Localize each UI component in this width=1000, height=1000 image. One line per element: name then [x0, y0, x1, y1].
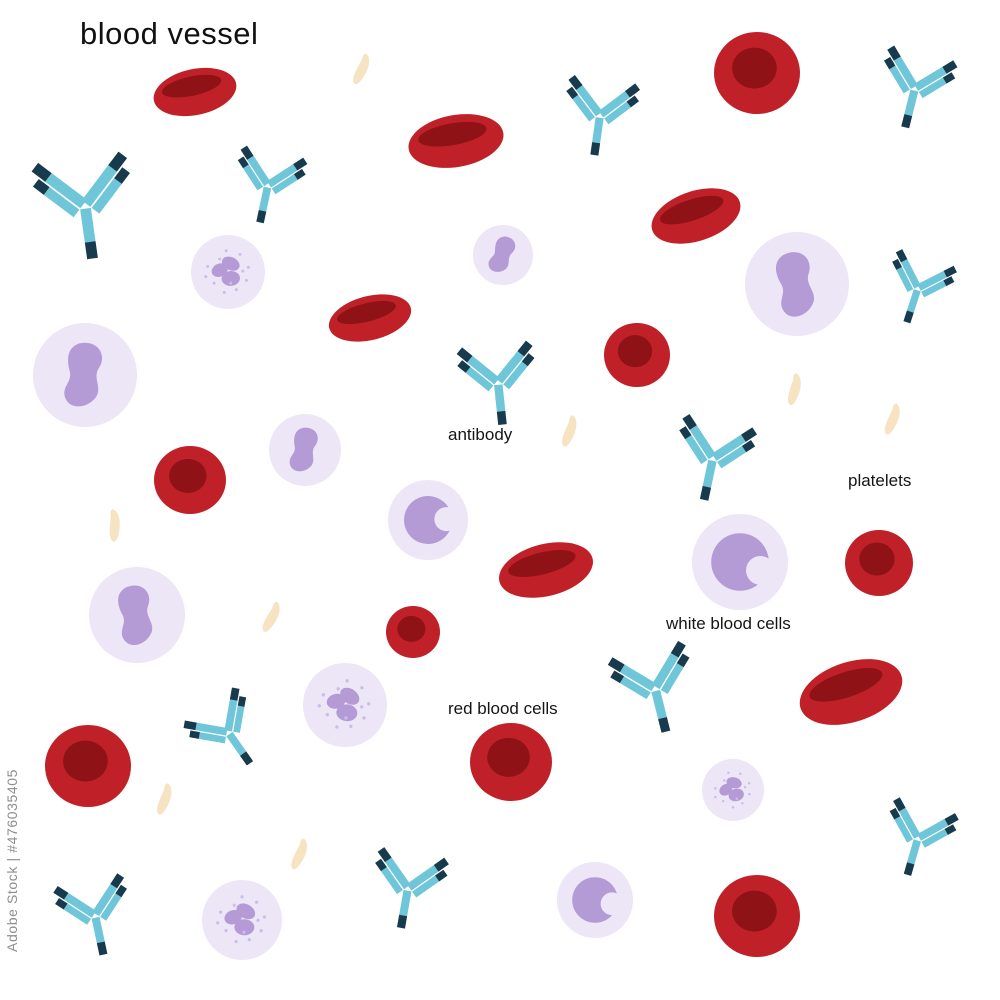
platelet [291, 838, 308, 870]
platelet [109, 509, 120, 542]
antibody [889, 797, 959, 876]
wbc-nucleus [488, 236, 516, 272]
platelet [787, 373, 801, 406]
wbc-nucleus [711, 533, 775, 591]
label-white-blood-cells: white blood cells [666, 614, 791, 633]
wbc-nucleus [404, 496, 459, 544]
platelet [353, 53, 370, 85]
red-blood-cell [604, 323, 670, 387]
label-antibody: antibody [448, 425, 513, 444]
white-blood-cell [388, 480, 468, 560]
white-blood-cell [89, 567, 185, 663]
wbc-nucleus [216, 895, 266, 944]
white-blood-cell [702, 759, 764, 821]
white-blood-cell [557, 862, 633, 938]
platelet [884, 403, 900, 435]
antibody [456, 340, 535, 425]
wbc-nucleus [714, 771, 751, 809]
red-blood-cell [714, 875, 800, 957]
antibody [53, 873, 127, 956]
red-blood-cell [845, 530, 913, 596]
wbc-nucleus [289, 427, 318, 472]
antibody [883, 45, 958, 129]
antibody [237, 145, 308, 224]
diagram-title: blood vessel [80, 16, 259, 51]
red-blood-cell [45, 725, 131, 807]
white-blood-cell [692, 514, 788, 610]
wbc-nucleus [317, 679, 371, 729]
red-blood-cell [386, 606, 440, 658]
label-platelets: platelets [848, 471, 912, 490]
antibody [375, 847, 449, 929]
white-blood-cell [33, 323, 137, 427]
wbc-nucleus [64, 342, 103, 407]
red-blood-cell [154, 446, 226, 514]
wbc-nucleus [572, 877, 624, 923]
red-blood-cell [714, 32, 800, 114]
antibody [892, 249, 957, 324]
antibody [183, 687, 254, 766]
red-blood-cell [651, 188, 741, 244]
white-blood-cell [473, 225, 533, 285]
wbc-nucleus [204, 249, 250, 294]
white-blood-cell [303, 663, 387, 747]
red-blood-cell [153, 67, 237, 117]
antibody [607, 640, 690, 733]
platelet [562, 415, 577, 447]
red-blood-cell [499, 542, 593, 598]
white-blood-cell [745, 232, 849, 336]
red-blood-cell [470, 723, 552, 801]
antibody [566, 74, 641, 156]
white-blood-cell [202, 880, 282, 960]
stock-watermark: Adobe Stock | #476035405 [4, 768, 20, 952]
label-red-blood-cells: red blood cells [448, 699, 558, 718]
white-blood-cell [191, 235, 265, 309]
red-blood-cell [799, 659, 903, 725]
wbc-nucleus [775, 252, 815, 317]
platelet [157, 783, 172, 815]
red-blood-cell [408, 114, 504, 168]
platelet [262, 601, 280, 632]
wbc-nucleus [118, 585, 153, 646]
red-blood-cell [328, 294, 412, 342]
white-blood-cell [269, 414, 341, 486]
antibody [679, 413, 758, 501]
antibody [31, 151, 130, 260]
